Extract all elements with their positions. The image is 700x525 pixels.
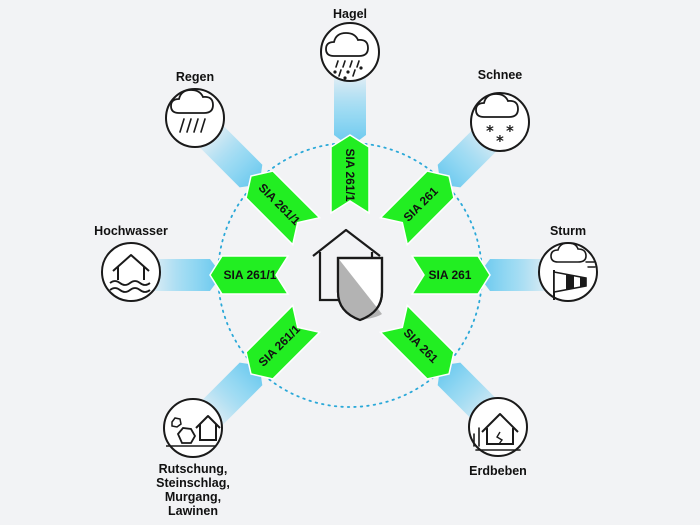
- flood-house-icon: [101, 242, 161, 302]
- rain-cloud-icon: [165, 88, 225, 148]
- snow-cloud-icon: * * *: [470, 92, 530, 152]
- norm-tag-hochwasser: SIA 261/1: [209, 255, 290, 295]
- beam-sturm: [478, 259, 555, 291]
- hazard-label-erdbeben: Erdbeben: [469, 464, 527, 478]
- hazard-label-sturm: Sturm: [549, 224, 587, 238]
- svg-text:*: *: [486, 122, 494, 140]
- norm-label-hagel: SIA 261/1: [343, 149, 357, 202]
- hazard-label-rutschung: Rutschung, Steinschlag, Murgang, Lawinen: [156, 462, 230, 518]
- hazard-label-hagel: Hagel: [332, 7, 368, 21]
- svg-text:*: *: [506, 122, 514, 140]
- norm-label-hochwasser: SIA 261/1: [224, 268, 277, 282]
- earthquake-house-icon: [468, 397, 528, 457]
- norm-label-sturm: SIA 261: [429, 268, 472, 282]
- house-with-shield-icon: [312, 228, 384, 322]
- rockfall-house-icon: [163, 398, 223, 458]
- hail-cloud-icon: [320, 22, 380, 82]
- beam-hochwasser: [145, 259, 222, 291]
- norm-tag-schnee: SIA 261: [378, 170, 455, 247]
- norm-tag-sturm: SIA 261: [410, 255, 491, 295]
- norm-tag-erdbeben: SIA 261: [378, 303, 455, 380]
- beam-hagel: [334, 70, 366, 147]
- hazard-label-hochwasser: Hochwasser: [94, 224, 168, 238]
- norm-tag-hagel: SIA 261/1: [330, 134, 370, 215]
- hazard-beams: [145, 70, 555, 432]
- hazard-label-regen: Regen: [175, 70, 215, 84]
- windsock-icon: [538, 242, 598, 302]
- svg-text:*: *: [496, 132, 504, 150]
- hazard-label-schnee: Schnee: [477, 68, 523, 82]
